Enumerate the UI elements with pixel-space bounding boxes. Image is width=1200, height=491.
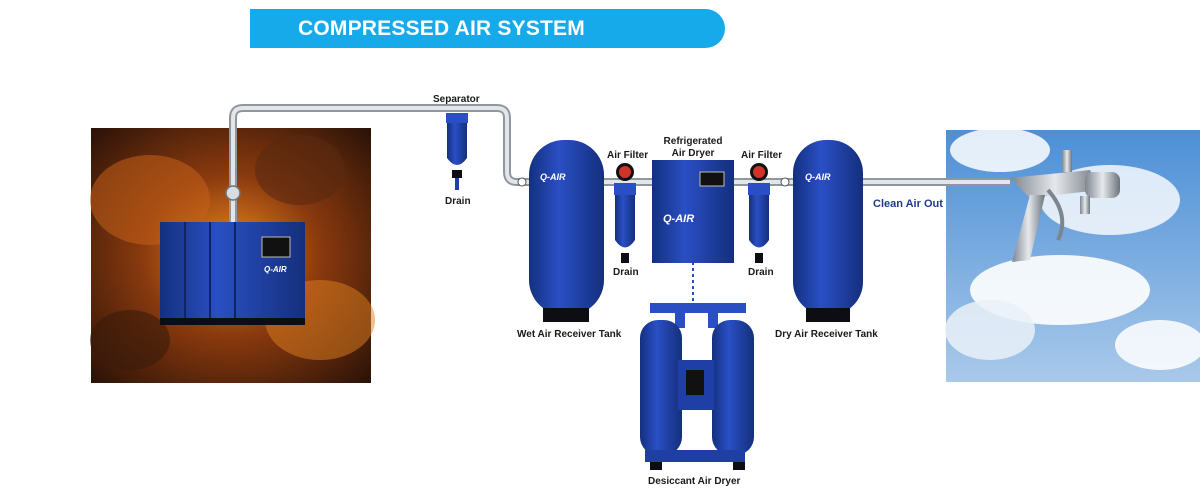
svg-text:Q-AIR: Q-AIR — [805, 172, 831, 182]
air-pipe — [225, 104, 1010, 305]
title-banner: COMPRESSED AIR SYSTEM — [250, 9, 725, 48]
separator — [446, 113, 468, 190]
spray-gun — [1010, 150, 1120, 262]
desiccant-dryer-label: Desiccant Air Dryer — [648, 476, 741, 487]
svg-text:Q-AIR: Q-AIR — [663, 213, 694, 225]
air-compressor: Q-AIR — [160, 222, 305, 325]
svg-text:Q-AIR: Q-AIR — [540, 172, 566, 182]
separator-drain-label: Drain — [445, 196, 471, 207]
air-filter-1-label: Air Filter — [607, 150, 649, 161]
air-filter-2-drain-label: Drain — [748, 267, 774, 278]
air-filter-2-label: Air Filter — [741, 150, 783, 161]
wet-tank-label: Wet Air Receiver Tank — [517, 329, 622, 340]
refrigerated-air-dryer: Q-AIR — [652, 160, 734, 263]
air-filter-2 — [748, 163, 770, 263]
separator-label: Separator — [433, 94, 480, 105]
desiccant-air-dryer — [640, 303, 754, 470]
clean-air-out-label: Clean Air Out — [873, 198, 943, 210]
svg-text:Q-AIR: Q-AIR — [264, 265, 287, 274]
page-title: COMPRESSED AIR SYSTEM — [298, 17, 585, 40]
air-filter-1-drain-label: Drain — [613, 267, 639, 278]
wet-air-receiver-tank: Q-AIR — [529, 140, 604, 322]
air-filter-1 — [614, 163, 636, 263]
dry-air-receiver-tank: Q-AIR — [793, 140, 863, 322]
dry-tank-label: Dry Air Receiver Tank — [775, 329, 878, 340]
refrigerated-dryer-label-2: Air Dryer — [671, 148, 715, 159]
sky-background — [945, 128, 1200, 382]
refrigerated-dryer-label-1: Refrigerated — [663, 136, 723, 147]
